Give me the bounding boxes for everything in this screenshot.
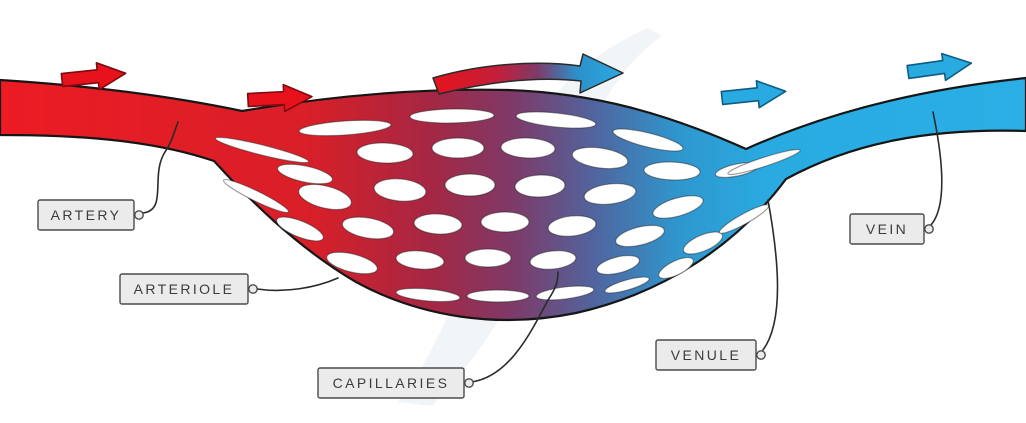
tag-arteriole-eyelet: [248, 284, 258, 294]
leader-capillaries: [470, 271, 559, 383]
leader-artery: [142, 121, 179, 214]
vein-flow-arrow-2: [905, 48, 975, 87]
tag-venule-label: VENULE: [671, 347, 741, 363]
leader-vein: [930, 111, 943, 226]
tag-capillaries-box: [317, 367, 465, 399]
tag-vein-label: VEIN: [866, 221, 908, 237]
tag-artery-box: [37, 199, 135, 231]
tag-capillaries-label: CAPILLARIES: [333, 375, 450, 391]
leader-venule: [762, 199, 779, 351]
vessel-network: [0, 76, 1026, 322]
tag-vein-box: [849, 213, 925, 245]
flow-arrows: [59, 48, 975, 115]
label-tags: ARTERY ARTERIOLE CAPILLARIES VENULE VEIN: [37, 199, 934, 399]
tag-capillaries: CAPILLARIES: [317, 367, 474, 399]
leader-arteriole: [256, 277, 339, 292]
tag-capillaries-eyelet: [464, 378, 474, 388]
tag-arteriole-label: ARTERIOLE: [134, 281, 235, 297]
tag-vein-eyelet: [924, 224, 934, 234]
tag-artery: ARTERY: [37, 199, 144, 231]
tag-vein: VEIN: [849, 213, 934, 245]
tag-artery-label: ARTERY: [51, 207, 122, 223]
tag-arteriole: ARTERIOLE: [119, 273, 258, 305]
leader-lines: [142, 111, 943, 383]
vessel-body: [0, 76, 1026, 322]
tag-arteriole-box: [119, 273, 249, 305]
transition-flow-arrow: [432, 53, 624, 95]
tag-venule-box: [655, 339, 757, 371]
tag-venule: VENULE: [655, 339, 766, 371]
capillary-holes: [214, 108, 801, 303]
vein-flow-arrow-1: [719, 77, 788, 113]
tag-venule-eyelet: [756, 350, 766, 360]
tag-artery-eyelet: [134, 210, 144, 220]
